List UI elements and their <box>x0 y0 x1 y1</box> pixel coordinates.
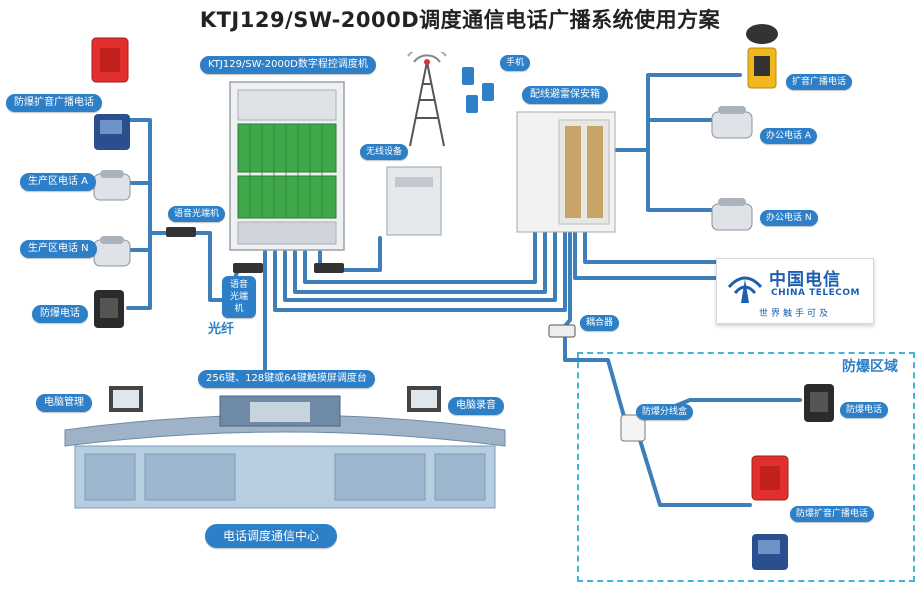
label-fiber: 光纤 <box>208 322 235 337</box>
production-phone-a-icon <box>93 170 131 201</box>
line-bus-4 <box>303 230 537 284</box>
line-switch-wireless <box>328 236 382 272</box>
telecom-name-cn: 中国电信 <box>769 270 841 290</box>
label-production-n: 生产区电话 N <box>20 240 97 258</box>
label-coupler: 耦合器 <box>580 315 620 331</box>
label-switch: KTJ129/SW-2000D数字程控调度机 <box>200 56 376 74</box>
optical-terminal-mid <box>233 263 263 273</box>
line-telecom-2 <box>573 230 718 280</box>
production-phone-n-icon <box>93 236 131 267</box>
label-explosion-broadcast-left: 防爆扩音广播电话 <box>6 94 102 112</box>
page-title: KTJ129/SW-2000D调度通信电话广播系统使用方案 <box>199 8 721 32</box>
label-pc-manage: 电脑管理 <box>36 394 92 412</box>
mobile-phone-icon <box>462 67 494 113</box>
explosion-phone-left-icon <box>94 290 124 328</box>
label-broadcast-right: 扩音广播电话 <box>786 74 853 90</box>
line-telecom <box>583 230 718 264</box>
label-office-n: 办公电话 N <box>760 210 818 226</box>
zone-broadcast-red-icon <box>751 455 789 501</box>
label-splitter: 防爆分线盒 <box>636 404 694 420</box>
line-left-prodN <box>128 231 152 252</box>
wireless-device <box>386 166 442 236</box>
line-bus-1 <box>283 230 557 302</box>
label-office-a: 办公电话 A <box>760 128 818 144</box>
line-left-trunk <box>126 118 167 235</box>
explosion-phone-blue-left-icon <box>94 114 130 150</box>
explosion-broadcast-left-icon <box>91 37 129 83</box>
explosion-zone <box>577 352 915 582</box>
label-explosion-phone-left: 防爆电话 <box>32 305 88 323</box>
label-voice-optical-mid-text: 语音光端机 <box>229 280 248 314</box>
telecom-slogan: 世界触手可及 <box>758 309 831 319</box>
label-voice-optical-left: 语音光端机 <box>168 206 226 222</box>
line-right-trunk <box>598 73 742 152</box>
office-phone-a-icon <box>711 106 753 139</box>
lightning-box <box>516 111 616 233</box>
splitter-box-icon <box>620 414 646 442</box>
switch-cabinet <box>229 81 345 251</box>
wireless-tower-icon <box>407 52 447 147</box>
line-bus-2 <box>293 230 547 294</box>
zone-title: 防爆区域 <box>842 359 898 375</box>
broadcast-right-icon <box>746 24 778 89</box>
label-mobile: 手机 <box>500 55 531 71</box>
label-center: 电话调度通信中心 <box>205 524 338 548</box>
label-voice-optical-mid: 语音光端机 <box>222 276 256 318</box>
line-zone <box>563 336 627 422</box>
telecom-name-en: CHINA TELECOM <box>771 288 860 298</box>
label-zone-phone: 防爆电话 <box>840 402 889 418</box>
line-right-officeN <box>646 148 714 212</box>
line-left-exp <box>126 248 152 310</box>
zone-explosion-phone-icon <box>804 384 834 422</box>
office-phone-n-icon <box>711 198 753 231</box>
label-production-a: 生产区电话 A <box>20 173 97 191</box>
optical-terminal-right <box>314 263 344 273</box>
label-lightning-box: 配线避雷保安箱 <box>522 86 608 104</box>
zone-broadcast-phone-icon <box>752 534 788 570</box>
line-zone-broadcast <box>638 438 752 507</box>
label-console: 256键、128键或64键触摸屏调度台 <box>198 370 375 388</box>
coupler-device <box>548 324 576 338</box>
optical-terminal-left <box>166 227 196 237</box>
label-wireless: 无线设备 <box>360 144 409 160</box>
line-bus-3 <box>273 230 567 312</box>
dispatch-console <box>64 386 506 509</box>
label-zone-broadcast: 防爆扩音广播电话 <box>790 506 875 522</box>
china-telecom-logo: 中国电信 CHINA TELECOM 世界触手可及 <box>716 258 874 324</box>
telecom-logo-icon <box>727 276 763 303</box>
label-pc-record: 电脑录音 <box>448 397 504 415</box>
